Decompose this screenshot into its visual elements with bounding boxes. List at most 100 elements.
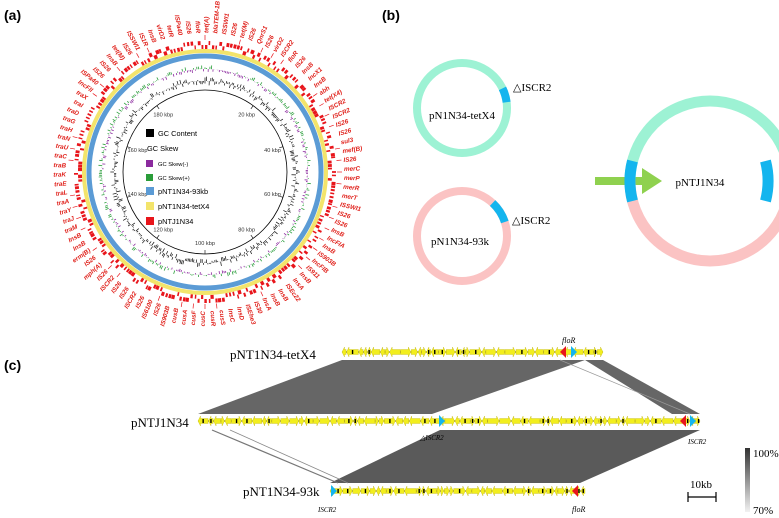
gc-skew-mark bbox=[238, 74, 241, 78]
gene-block bbox=[281, 67, 286, 72]
gene-marker bbox=[622, 419, 624, 423]
fused-plasmid-93k-half bbox=[624, 180, 779, 267]
gene-marker bbox=[594, 350, 597, 354]
gc-content-mark bbox=[151, 93, 155, 97]
gc-skew-mark bbox=[141, 87, 144, 90]
gc-content-mark bbox=[123, 127, 126, 129]
gene-label: traM bbox=[64, 223, 80, 235]
gene-block bbox=[320, 117, 326, 122]
gc-content-mark bbox=[175, 253, 178, 259]
delta-iscr2-label: △ISCR2 bbox=[419, 434, 444, 442]
gc-skew-mark bbox=[265, 255, 268, 258]
gc-content-mark bbox=[223, 258, 226, 261]
gene-block bbox=[107, 251, 113, 256]
gc-skew-mark bbox=[106, 139, 110, 142]
gc-content-mark bbox=[280, 118, 284, 122]
gene-label: ISSWI1 bbox=[221, 12, 231, 35]
gene-block bbox=[254, 283, 259, 289]
gc-content-mark bbox=[181, 260, 183, 265]
gc-skew-mark bbox=[276, 243, 279, 246]
gene-block bbox=[249, 290, 254, 295]
gc-content-mark bbox=[176, 258, 179, 263]
gene-block bbox=[242, 50, 247, 56]
gene-marker bbox=[471, 419, 474, 423]
gene-arrow bbox=[378, 415, 385, 427]
gene-block bbox=[115, 264, 120, 269]
gene-marker bbox=[542, 419, 544, 423]
gene-block bbox=[89, 232, 96, 238]
gc-skew-mark bbox=[159, 265, 162, 269]
gene-tick bbox=[332, 205, 338, 208]
gc-skew-mark bbox=[175, 72, 178, 76]
gc-skew-mark bbox=[297, 130, 300, 133]
gc-content-mark bbox=[130, 119, 134, 122]
gc-content-mark bbox=[243, 254, 246, 257]
gc-skew-mark bbox=[252, 262, 255, 266]
gc-content-mark bbox=[125, 121, 129, 124]
gene-label: IS26 bbox=[337, 210, 352, 221]
gene-label: cusC bbox=[200, 311, 207, 327]
gene-block bbox=[87, 218, 93, 223]
gene-marker bbox=[458, 489, 461, 493]
legend-swatch bbox=[146, 217, 154, 225]
gc-content-mark bbox=[127, 221, 130, 223]
gc-content-mark bbox=[139, 237, 142, 240]
gc-skew-mark bbox=[115, 222, 117, 224]
gene-marker bbox=[389, 419, 391, 423]
gene-label: mef(B) bbox=[342, 145, 363, 155]
gc-skew-mark bbox=[124, 234, 127, 237]
gc-skew-mark bbox=[257, 82, 259, 84]
gc-skew-mark bbox=[229, 268, 232, 272]
gene-tick bbox=[180, 301, 183, 307]
gc-content-mark bbox=[275, 221, 280, 225]
gc-skew-mark bbox=[294, 222, 297, 225]
gene-marker bbox=[424, 419, 426, 423]
gene-tick bbox=[319, 237, 324, 241]
gc-content-mark bbox=[115, 144, 119, 146]
iscr2-gene-arrow bbox=[571, 346, 577, 358]
gene-marker bbox=[548, 350, 551, 354]
gene-block bbox=[286, 262, 291, 268]
gene-marker bbox=[423, 489, 425, 493]
gene-block bbox=[176, 47, 181, 53]
gene-block bbox=[246, 48, 250, 53]
gene-label: traI bbox=[72, 99, 84, 110]
gc-skew-mark bbox=[167, 268, 169, 271]
gc-skew-mark bbox=[131, 246, 135, 250]
gc-content-mark bbox=[260, 101, 264, 106]
gc-skew-mark bbox=[267, 250, 270, 253]
gc-content-mark bbox=[122, 218, 127, 221]
gene-tick bbox=[76, 216, 82, 220]
gene-tick bbox=[298, 265, 303, 270]
gc-content-mark bbox=[277, 218, 283, 222]
gene-block bbox=[315, 224, 320, 229]
gene-tick bbox=[80, 227, 86, 231]
gene-block bbox=[80, 210, 85, 215]
gene-marker bbox=[542, 489, 544, 493]
gc-skew-mark bbox=[305, 146, 308, 149]
gc-content-mark bbox=[186, 258, 188, 262]
gc-content-mark bbox=[239, 252, 242, 256]
gc-content-mark bbox=[175, 85, 177, 90]
gene-block bbox=[86, 123, 92, 128]
gc-content-mark bbox=[116, 141, 120, 143]
gc-content-mark bbox=[155, 249, 158, 252]
gc-content-mark bbox=[220, 261, 222, 266]
gene-block bbox=[158, 48, 162, 54]
gene-block bbox=[110, 85, 116, 90]
gene-arrow bbox=[363, 346, 368, 358]
gc-skew-mark bbox=[156, 77, 159, 81]
gene-marker bbox=[462, 350, 465, 354]
gene-label: cusA bbox=[180, 309, 189, 326]
gc-skew-mark bbox=[292, 225, 296, 228]
gene-label: IS26 bbox=[184, 21, 193, 35]
gc-content-mark bbox=[168, 88, 171, 91]
gc-content-mark bbox=[236, 84, 239, 87]
gc-skew-mark bbox=[277, 241, 280, 244]
gc-skew-mark bbox=[276, 96, 278, 99]
gene-block bbox=[272, 60, 277, 66]
gc-content-mark bbox=[291, 157, 295, 159]
gene-block bbox=[275, 68, 280, 73]
gc-content-mark bbox=[232, 82, 235, 86]
